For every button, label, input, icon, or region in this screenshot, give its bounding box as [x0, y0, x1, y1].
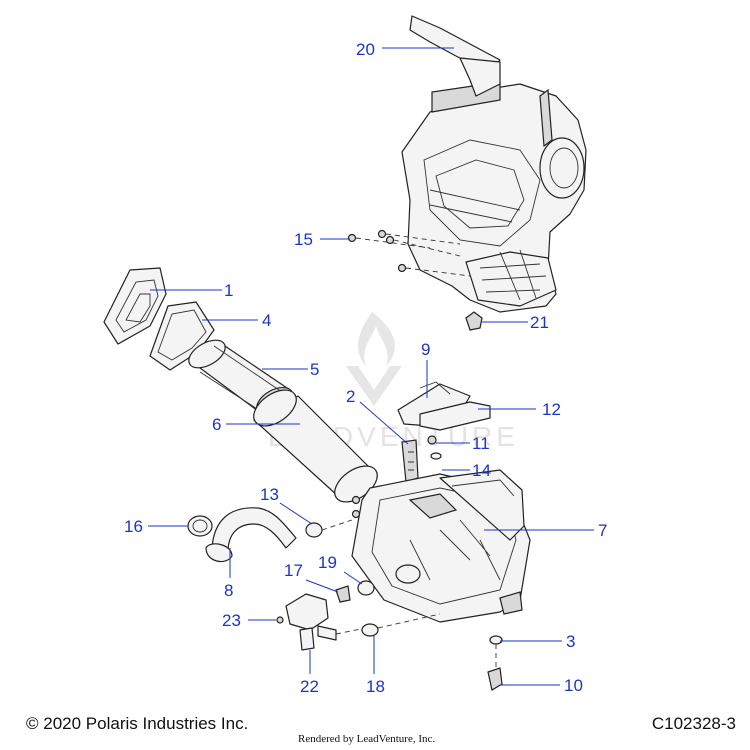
callout-11: 11: [472, 434, 490, 453]
leader-13: [279, 502, 313, 525]
leader-17: [305, 579, 339, 593]
copyright-text: © 2020 Polaris Industries Inc.: [26, 714, 249, 733]
part-15-bolts: [347, 229, 471, 277]
callout-5: 5: [310, 360, 319, 379]
part-22-valve: [285, 593, 367, 651]
callout-19: 19: [318, 553, 337, 572]
callout-13: 13: [260, 485, 279, 504]
callout-labels: 20 15 1 4 21 9 5 2 12 6 11 14 13 16 7 17…: [124, 40, 607, 696]
part-1-frame: [103, 267, 167, 345]
callout-20: 20: [356, 40, 375, 59]
leader-2: [359, 401, 409, 445]
part-20-airbox-housing: [401, 15, 587, 313]
diagram-id: C102328-3: [651, 714, 736, 733]
callout-22: 22: [300, 677, 319, 696]
part-2-strap: [401, 439, 419, 483]
callout-21: 21: [530, 313, 549, 332]
part-14-washer: [430, 452, 442, 460]
callout-9: 9: [421, 340, 430, 359]
part-23-screw: [276, 616, 284, 624]
part-19-grommet: [357, 580, 375, 596]
part-3-washer: [489, 635, 503, 645]
part-11-bolt: [427, 435, 437, 445]
part-12-foam: [419, 401, 491, 431]
callout-1: 1: [224, 281, 233, 300]
leader-lines: [148, 47, 594, 686]
callout-7: 7: [598, 521, 607, 540]
part-16-clamp: [187, 515, 213, 537]
callout-2: 2: [346, 387, 355, 406]
callout-16: 16: [124, 517, 143, 536]
callout-10: 10: [564, 676, 583, 695]
part-18-grommet: [361, 613, 441, 637]
rendered-by-text: Rendered by LeadVenture, Inc.: [298, 733, 436, 745]
part-7-lower-airbox: [351, 469, 531, 623]
part-13-clamp: [305, 495, 361, 538]
callout-4: 4: [262, 311, 271, 330]
leader-19: [343, 571, 363, 585]
part-4-gasket: [149, 301, 215, 371]
callout-12: 12: [542, 400, 561, 419]
callout-18: 18: [366, 677, 385, 696]
callout-8: 8: [224, 581, 233, 600]
callout-3: 3: [566, 632, 575, 651]
part-10-fastener: [487, 644, 503, 691]
callout-14: 14: [472, 461, 491, 480]
callout-17: 17: [284, 561, 303, 580]
part-8-hose: [205, 507, 297, 563]
callout-6: 6: [212, 415, 221, 434]
part-17-fitting: [335, 585, 351, 603]
callout-23: 23: [222, 611, 241, 630]
callout-15: 15: [294, 230, 313, 249]
part-21-clip: [465, 311, 483, 331]
